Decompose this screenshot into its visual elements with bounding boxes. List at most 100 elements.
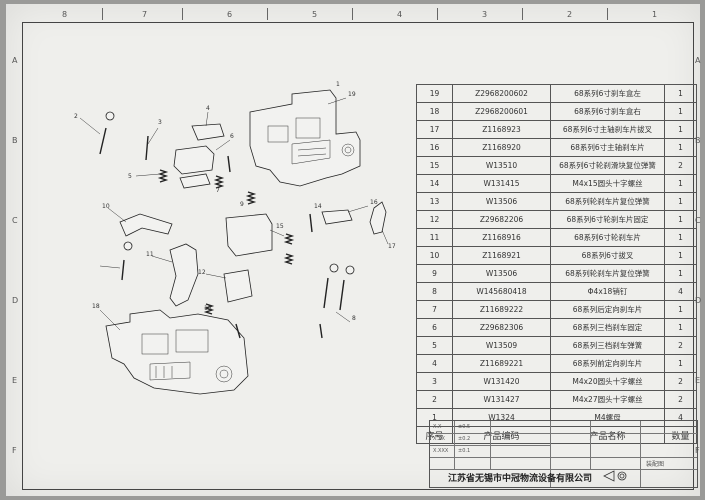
bom-cell-qty: 1: [664, 84, 697, 103]
bom-cell-code: Z2968200602: [452, 84, 551, 103]
bom-cell-no: 11: [416, 228, 453, 247]
exploded-view: 1 2 3 4 5 6 7 8 9 10 11 12 13 14 15 16 1…: [74, 81, 396, 395]
part-fork-lever: [119, 213, 173, 237]
bom-cell-name: M4x27圆头十字螺丝: [550, 390, 665, 409]
bom-cell-qty: 1: [664, 174, 697, 193]
bom-cell-qty: 2: [664, 336, 697, 355]
bom-cell-name: 68系列6寸主轴刹车片拔叉: [550, 120, 665, 139]
bom-cell-code: W145680418: [452, 282, 551, 301]
company-name: 江苏省无锡市中冠物流设备有限公司: [448, 474, 593, 484]
bom-cell-name: 68系列6寸刹车盒右: [550, 102, 665, 121]
bom-cell-code: Z29682206: [452, 210, 551, 229]
callout-5: 5: [128, 173, 132, 180]
ruler-mark: B: [12, 136, 18, 145]
bom-cell-no: 8: [416, 282, 453, 301]
bom-cell-no: 18: [416, 102, 453, 121]
part-spindle-fork: [369, 201, 387, 235]
callout-7: 7: [216, 187, 220, 194]
callout-3: 3: [158, 119, 162, 126]
part-brake-fixing: [225, 213, 273, 257]
bom-cell-name: 68系列6寸轮刹车片: [550, 228, 665, 247]
bom-cell-code: W131415: [452, 174, 551, 193]
pins-and-screws: [99, 111, 355, 339]
tolerance-label: X.XXX: [433, 448, 449, 454]
bom-cell-qty: 2: [664, 390, 697, 409]
bom-cell-name: 68系列6寸拔叉: [550, 246, 665, 265]
bom-cell-no: 5: [416, 336, 453, 355]
bom-cell-code: Z1168916: [452, 228, 551, 247]
bom-cell-code: Z1168923: [452, 120, 551, 139]
bom-cell-name: 68系列轮刹车片复位弹簧: [550, 192, 665, 211]
ruler-mark: 7: [142, 10, 148, 19]
ruler-mark: B: [695, 136, 701, 145]
part-fixing-block: [173, 145, 215, 175]
spring-set: [157, 169, 295, 315]
ruler-mark: C: [695, 216, 701, 225]
bom-cell-name: M4x15圆头十字螺丝: [550, 174, 665, 193]
bom-cell-name: 68系列三档刹车固定: [550, 318, 665, 337]
part-spindle-brake-pad: [321, 209, 353, 225]
callout-1: 1: [336, 81, 340, 88]
bom-cell-name: 68系列三档刹车弹簧: [550, 336, 665, 355]
ruler-mark: 1: [652, 10, 658, 19]
part-rear-brake-pad: [179, 173, 211, 189]
bom-cell-qty: 2: [664, 156, 697, 175]
ruler-mark: 5: [312, 10, 318, 19]
bom-cell-no: 14: [416, 174, 453, 193]
bom-cell-qty: 1: [664, 102, 697, 121]
bom-cell-qty: 1: [664, 210, 697, 229]
bom-cell-name: M4x20圆头十字螺丝: [550, 372, 665, 391]
part-pad-fixing: [223, 269, 253, 303]
bom-cell-code: W13506: [452, 192, 551, 211]
part-front-brake-pad: [191, 123, 225, 141]
bom-cell-name: 68系列前定向刹车片: [550, 354, 665, 373]
callout-10: 10: [102, 203, 110, 210]
drawing-sheet: 8 7 6 5 4 3 2 1 A B C D E F A B C D E F: [6, 4, 702, 496]
ruler-mark: D: [695, 296, 702, 305]
tolerance-value: ±0.5: [458, 424, 471, 430]
bom-cell-code: W13506: [452, 264, 551, 283]
bom-cell-code: W131427: [452, 390, 551, 409]
bom-cell-no: 4: [416, 354, 453, 373]
bom-cell-qty: 1: [664, 138, 697, 157]
ruler-mark: 4: [397, 10, 403, 19]
bom-cell-name: 68系列轮刹车片复位弹簧: [550, 264, 665, 283]
bom-cell-no: 19: [416, 84, 453, 103]
ruler-mark: D: [12, 296, 19, 305]
ruler-mark: 8: [62, 10, 68, 19]
callout-12: 12: [198, 269, 206, 276]
tolerance-label: X.X: [433, 424, 442, 430]
bom-cell-code: Z11689221: [452, 354, 551, 373]
left-ruler: A B C D E F: [10, 26, 22, 486]
bom-cell-name: 68系列6寸刹车盒左: [550, 84, 665, 103]
bom-cell-name: Φ4x18销钉: [550, 282, 665, 301]
bom-cell-no: 7: [416, 300, 453, 319]
projection-symbol-icon: [603, 470, 627, 482]
ruler-mark: 2: [567, 10, 573, 19]
bom-cell-no: 15: [416, 156, 453, 175]
callout-16: 16: [370, 199, 378, 206]
callout-14: 14: [314, 203, 322, 210]
bom-cell-qty: 1: [664, 120, 697, 139]
bom-cell-no: 12: [416, 210, 453, 229]
bom-cell-no: 2: [416, 390, 453, 409]
ruler-mark: A: [12, 56, 18, 65]
bom-cell-no: 3: [416, 372, 453, 391]
bom-cell-qty: 1: [664, 318, 697, 337]
part-brake-box-left: [249, 89, 361, 187]
callout-19: 19: [348, 91, 356, 98]
leader-lines: [79, 97, 389, 331]
part-wheel-brake-pad: [169, 243, 199, 307]
